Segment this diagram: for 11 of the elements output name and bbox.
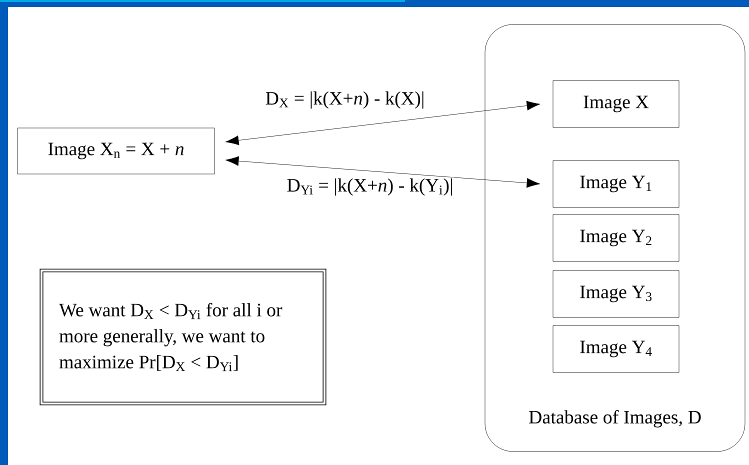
edge-label: D$_{Yi}$ = |k(X+n) - k(Y$_{i}$)|: [286, 177, 454, 197]
image-box: Image X$_{n}$ = X + n: [17, 128, 215, 174]
image-box: Image X: [552, 80, 680, 128]
image-box: Image Y$_{3}$: [552, 270, 680, 318]
note-box: We want D$_{X}$ < D$_{Yi}$ for all i or more generally, we want to maximize Pr[D$_{X}$ < D$_{Yi}$]: [40, 268, 326, 406]
image-box: Image Y$_{1}$: [552, 160, 680, 208]
image-box: Image Y$_{2}$: [552, 214, 680, 262]
arrow: [225, 156, 540, 188]
arrow: [225, 100, 540, 146]
edge-label: D$_{X}$ = |k(X+n) - k(X)|: [264, 90, 426, 110]
image-box: Image Y$_{4}$: [552, 325, 680, 373]
